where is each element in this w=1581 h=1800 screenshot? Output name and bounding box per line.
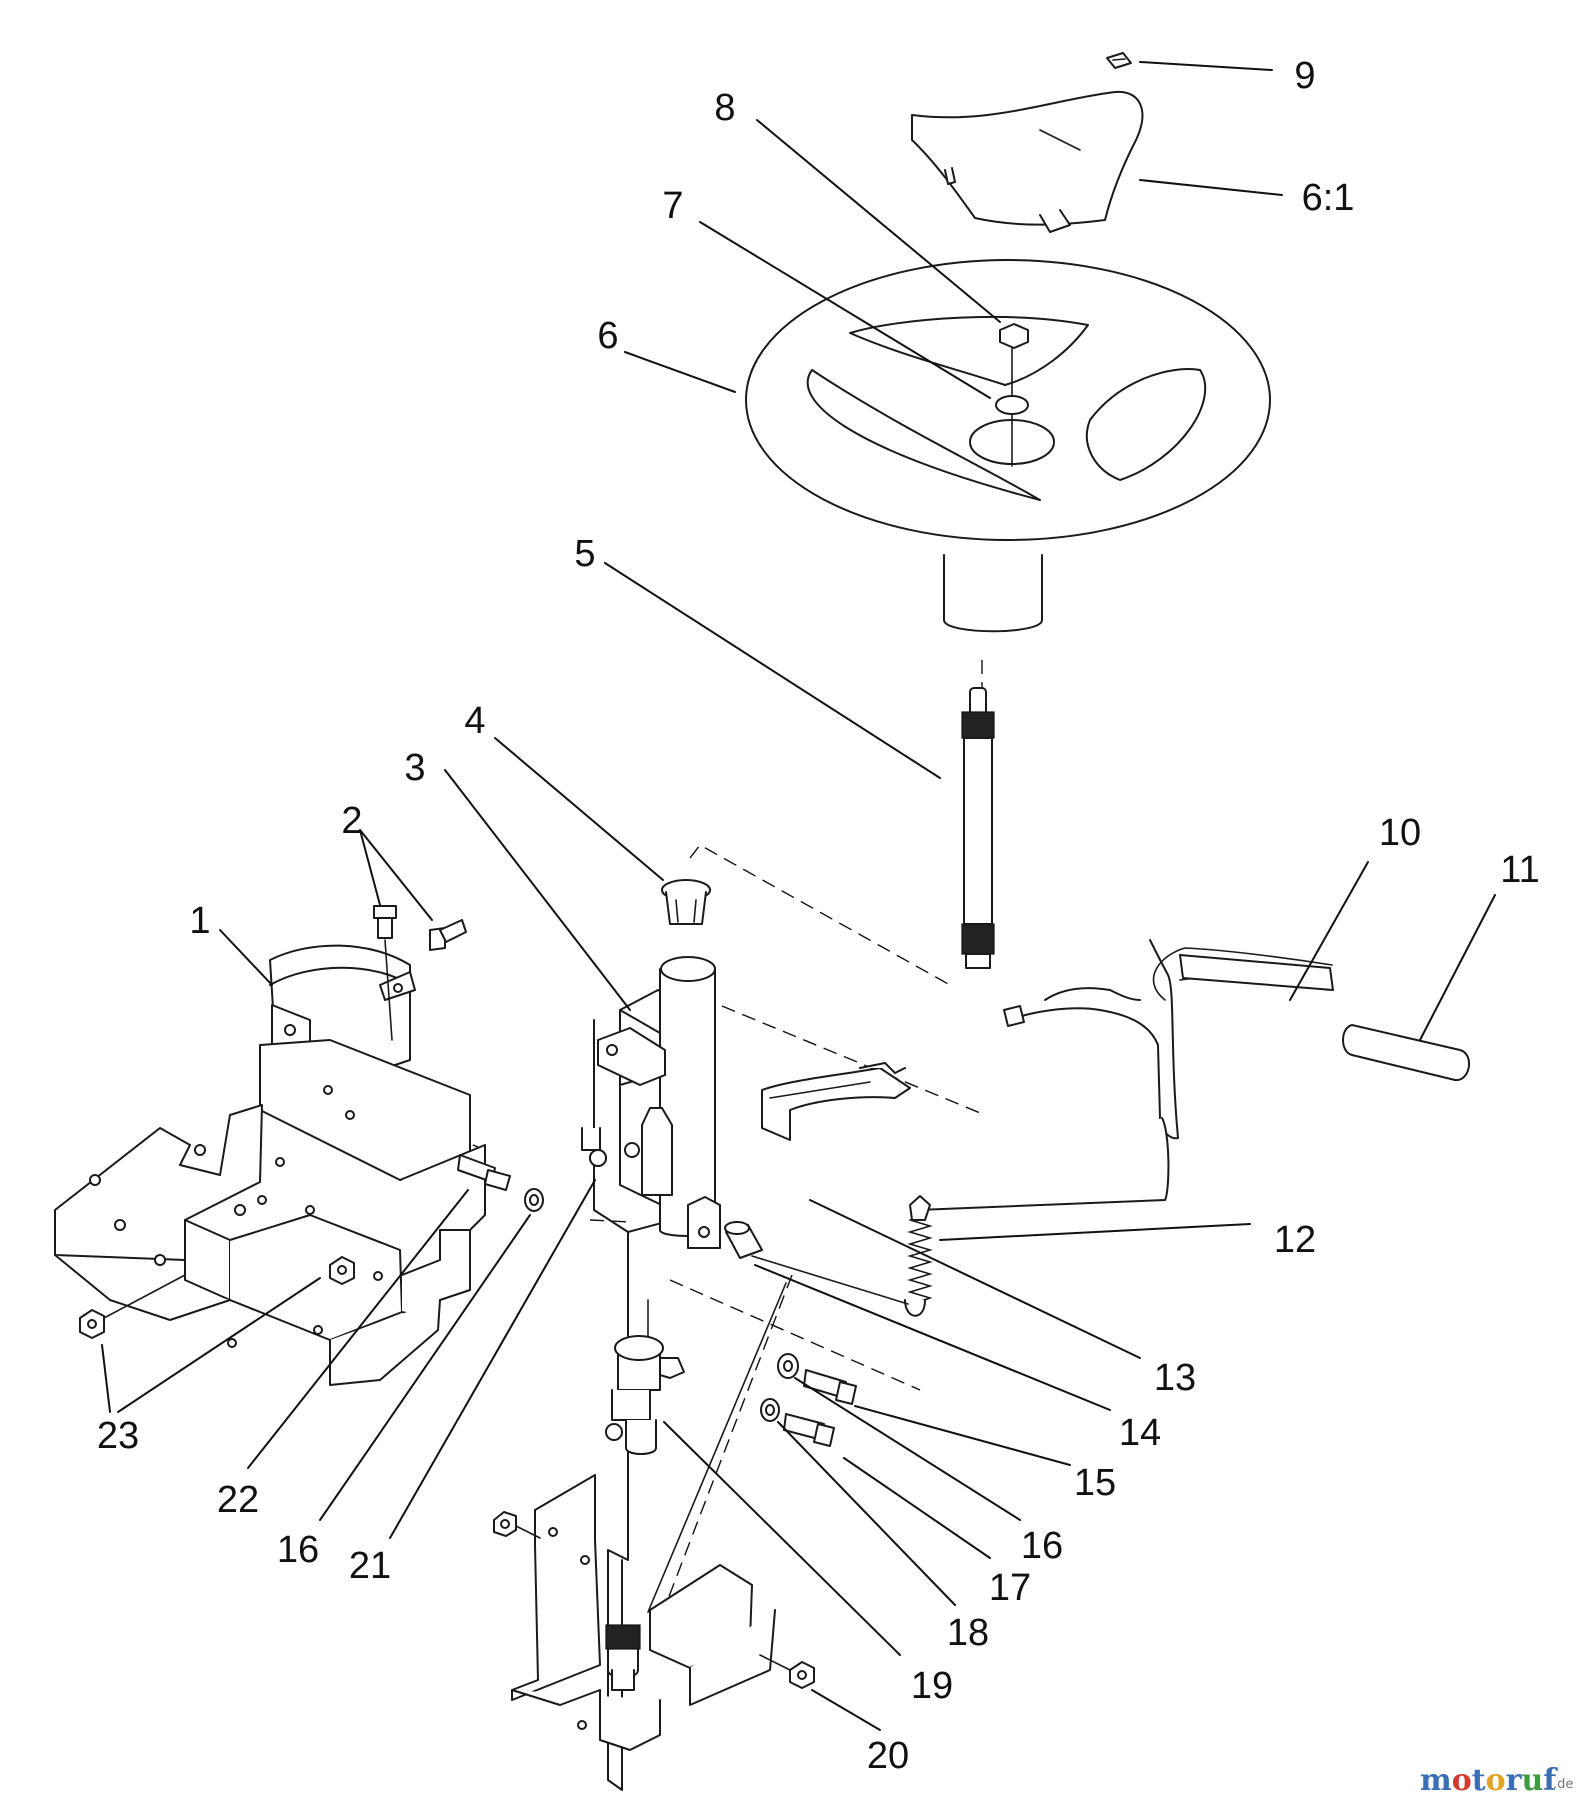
label-10: 10 (1379, 812, 1421, 854)
part-17-bolt (783, 1413, 835, 1447)
label-15: 15 (1074, 1462, 1116, 1504)
part-12-spring (904, 1195, 933, 1317)
part-5-steering-shaft (961, 687, 995, 969)
leader-lines (101, 61, 1496, 1731)
watermark-letter: u (1521, 1763, 1543, 1798)
watermark-wordmark: motoruf (1420, 1763, 1558, 1798)
watermark-logo: motoruf .de (1420, 1763, 1573, 1798)
left-chassis-frame (54, 1039, 486, 1386)
label-20: 20 (867, 1735, 909, 1777)
label-5: 5 (574, 533, 595, 575)
part-14-spacer (724, 1221, 909, 1305)
label-6-1: 6:1 (1302, 177, 1355, 219)
part-20-nut (759, 1654, 815, 1689)
watermark-letter: o (1486, 1763, 1506, 1798)
watermark-letter: o (1452, 1763, 1472, 1798)
label-11: 11 (1500, 849, 1539, 891)
part-22-bolt (457, 1154, 511, 1191)
part-4-bushing (661, 879, 711, 925)
part-15-bolt (803, 1369, 857, 1405)
part-9-cap-clip (1106, 52, 1132, 69)
part-number-labels: 9 6:1 8 7 6 5 4 3 2 1 10 11 12 13 14 15 … (97, 55, 1540, 1777)
part-19-universal-joint (605, 1299, 685, 1455)
nut-lower-left (493, 1511, 541, 1539)
watermark-suffix: .de (1553, 1777, 1573, 1792)
watermark-letter: t (1472, 1763, 1486, 1798)
label-16-left: 16 (277, 1529, 319, 1571)
label-12: 12 (1274, 1219, 1316, 1261)
part-21-nut (589, 1149, 607, 1167)
part-3-steering-column (581, 956, 721, 1791)
watermark-letter: m (1420, 1763, 1452, 1798)
part-23-nuts (79, 1256, 355, 1339)
label-8: 8 (714, 87, 735, 129)
label-23: 23 (97, 1415, 139, 1457)
label-18: 18 (947, 1612, 989, 1654)
part-6-steering-wheel (745, 259, 1271, 633)
label-9: 9 (1294, 55, 1315, 97)
label-21: 21 (349, 1545, 391, 1587)
label-1: 1 (189, 900, 210, 942)
label-22: 22 (217, 1479, 259, 1521)
part-16-washer-right (777, 1353, 799, 1379)
part-10-lever-rod (917, 939, 1334, 1211)
label-17: 17 (989, 1567, 1031, 1609)
part-18-washer (760, 1398, 780, 1422)
label-6: 6 (597, 315, 618, 357)
watermark-letter: f (1543, 1763, 1558, 1798)
watermark-letter: r (1506, 1763, 1523, 1798)
label-4: 4 (464, 700, 485, 742)
part-11-lever-grip (1342, 1024, 1470, 1081)
label-19: 19 (911, 1665, 953, 1707)
label-13: 13 (1154, 1357, 1196, 1399)
label-14: 14 (1119, 1412, 1161, 1454)
part-16-washer-left (524, 1188, 544, 1212)
part-6-1-wheel-cover (911, 90, 1144, 233)
part-2-bolts (373, 905, 467, 1041)
label-3: 3 (404, 747, 425, 789)
part-13-bracket (761, 1062, 911, 1141)
label-16-right: 16 (1021, 1525, 1063, 1567)
lower-mounting-bracket (511, 1282, 787, 1751)
label-7: 7 (662, 185, 683, 227)
label-2: 2 (341, 800, 362, 842)
